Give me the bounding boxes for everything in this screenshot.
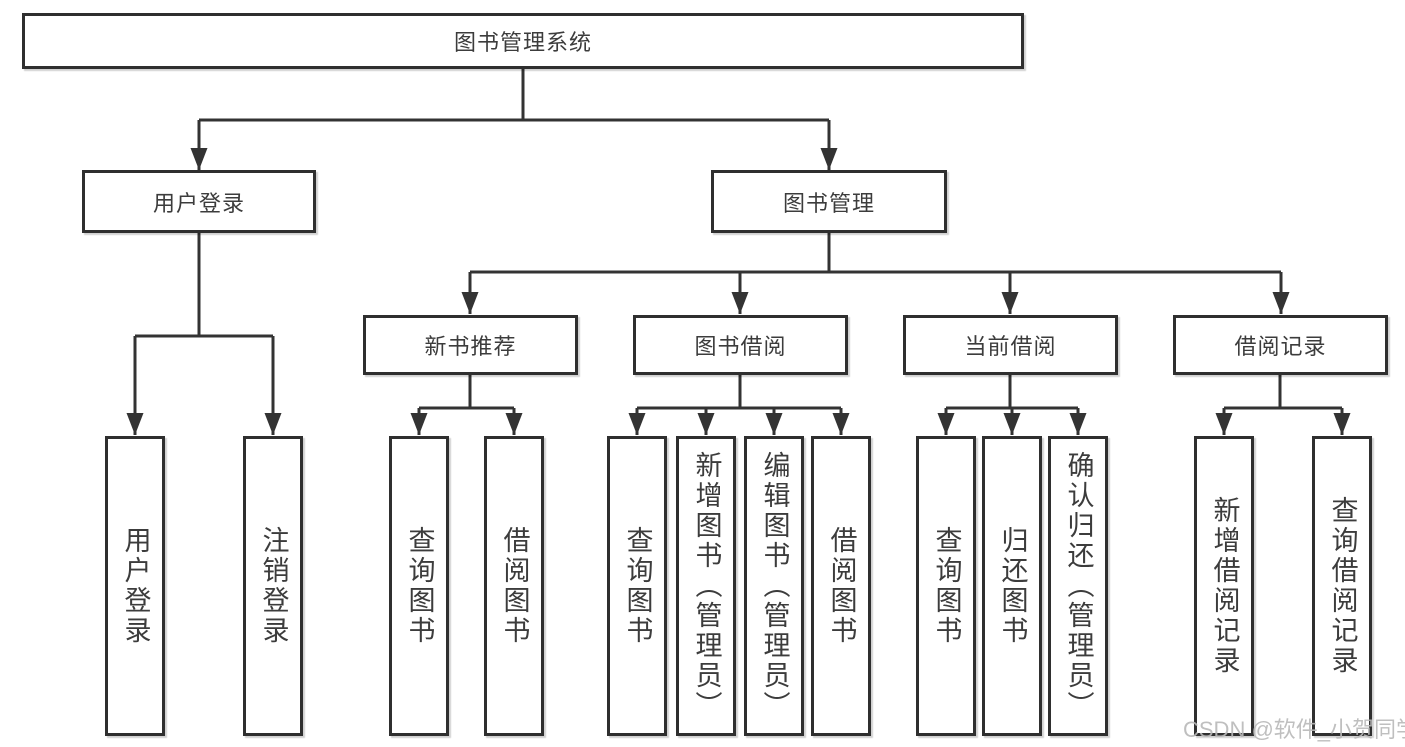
leaf-logout: 注销登录 [243, 436, 303, 736]
node-new-book-recommendation-label: 新书推荐 [424, 334, 517, 359]
leaf-return-books: 归还图书 [982, 436, 1042, 736]
leaf-user-login-label: 用户登录 [120, 526, 151, 646]
node-user-login: 用户登录 [82, 170, 316, 233]
leaf-edit-book-admin: 编辑图书（管理员） [744, 436, 804, 736]
node-book-management: 图书管理 [711, 170, 947, 233]
connector-group [126, 69, 1351, 435]
node-book-borrowing-label: 图书借阅 [694, 334, 787, 359]
leaf-borrow-books-borrowing: 借阅图书 [811, 436, 871, 736]
leaf-return-books-label: 归还图书 [997, 526, 1028, 646]
leaf-query-books-current-label: 查询图书 [931, 526, 962, 646]
leaf-user-login: 用户登录 [105, 436, 165, 736]
node-borrowing-records: 借阅记录 [1173, 315, 1388, 375]
csdn-watermark: CSDN @软件_小贺同学 [1183, 717, 1405, 742]
leaf-confirm-return-admin-label: 确认归还（管理员） [1063, 451, 1094, 721]
leaf-add-borrow-record-label: 新增借阅记录 [1209, 496, 1240, 676]
leaf-confirm-return-admin: 确认归还（管理员） [1048, 436, 1108, 736]
leaf-query-books-borrowing-label: 查询图书 [622, 526, 653, 646]
leaf-logout-label: 注销登录 [258, 526, 289, 646]
leaf-query-books-borrowing: 查询图书 [607, 436, 667, 736]
leaf-borrow-books-recommend-label: 借阅图书 [499, 526, 530, 646]
node-library-system: 图书管理系统 [22, 13, 1024, 69]
leaf-query-borrow-record: 查询借阅记录 [1312, 436, 1372, 736]
node-book-borrowing: 图书借阅 [633, 315, 848, 375]
node-borrowing-records-label: 借阅记录 [1234, 334, 1327, 359]
leaf-add-borrow-record: 新增借阅记录 [1194, 436, 1254, 736]
leaf-add-book-admin: 新增图书（管理员） [676, 436, 736, 736]
node-user-login-label: 用户登录 [152, 190, 245, 216]
leaf-query-books-recommend-label: 查询图书 [404, 526, 435, 646]
leaf-query-borrow-record-label: 查询借阅记录 [1327, 496, 1358, 676]
leaf-borrow-books-borrowing-label: 借阅图书 [826, 526, 857, 646]
node-current-borrowing-label: 当前借阅 [964, 334, 1057, 359]
leaf-borrow-books-recommend: 借阅图书 [484, 436, 544, 736]
leaf-query-books-current: 查询图书 [916, 436, 976, 736]
leaf-edit-book-admin-label: 编辑图书（管理员） [759, 451, 790, 721]
node-library-system-label: 图书管理系统 [453, 30, 592, 55]
node-new-book-recommendation: 新书推荐 [363, 315, 578, 375]
node-current-borrowing: 当前借阅 [903, 315, 1118, 375]
leaf-add-book-admin-label: 新增图书（管理员） [691, 451, 722, 721]
leaf-query-books-recommend: 查询图书 [389, 436, 449, 736]
node-book-management-label: 图书管理 [782, 190, 875, 216]
